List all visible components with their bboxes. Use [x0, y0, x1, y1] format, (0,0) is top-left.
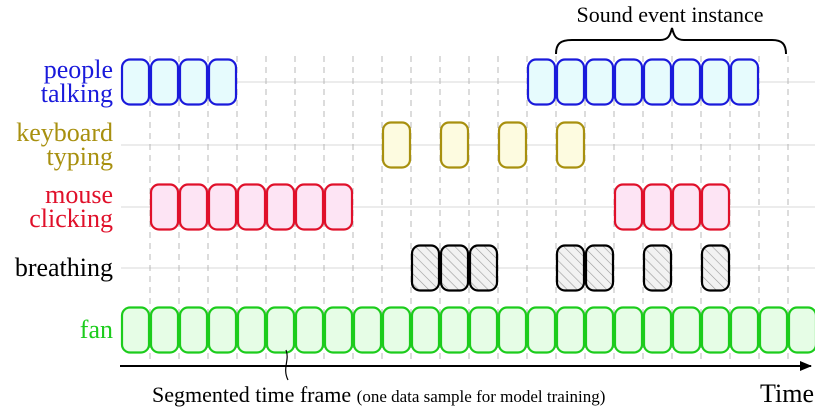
time-axis-label: Time: [760, 379, 814, 408]
frame-box: [700, 58, 731, 106]
frame-box: [410, 306, 441, 354]
frame-box: [236, 306, 267, 354]
event-rows: [120, 58, 815, 354]
frame-box: [236, 183, 267, 231]
frame-box: [584, 244, 615, 292]
frame-box: [555, 306, 586, 354]
frame-box: [787, 306, 815, 354]
row-label-keyboard-typing-line-2: typing: [47, 142, 113, 171]
row-label-mouse-clicking-line-1: mouse: [45, 180, 113, 209]
frame-box: [497, 121, 528, 169]
frame-box: [700, 183, 731, 231]
frame-box: [729, 306, 760, 354]
event-row-keyboard-typing: [381, 121, 586, 169]
frame-caption: Segmented time frame (one data sample fo…: [152, 382, 605, 407]
frame-box: [207, 183, 238, 231]
frame-box: [120, 306, 151, 354]
frame-box: [729, 58, 760, 106]
frame-box: [555, 58, 586, 106]
frame-pointer: [285, 349, 289, 381]
frame-box: [613, 58, 644, 106]
frame-box: [265, 183, 296, 231]
frame-box: [207, 58, 238, 106]
row-label-keyboard-typing-line-1: keyboard: [16, 118, 113, 147]
frame-caption-main: Segmented time frame: [152, 382, 351, 407]
frame-box: [700, 244, 731, 292]
frame-box: [439, 244, 470, 292]
frame-box: [497, 306, 528, 354]
frame-box: [381, 306, 412, 354]
frame-box: [323, 306, 354, 354]
frame-box: [642, 58, 673, 106]
event-row-breathing: [410, 244, 731, 292]
frame-box: [613, 183, 644, 231]
frame-box: [149, 58, 180, 106]
frame-box: [265, 306, 296, 354]
frame-box: [120, 58, 151, 106]
frame-box: [642, 306, 673, 354]
row-label-mouse-clicking-line-2: clicking: [29, 204, 113, 233]
frame-box: [613, 306, 644, 354]
frame-box: [642, 183, 673, 231]
frame-box: [700, 306, 731, 354]
frame-box: [468, 306, 499, 354]
frame-box: [758, 306, 789, 354]
frame-box: [294, 183, 325, 231]
frame-box: [671, 306, 702, 354]
frame-box: [294, 306, 325, 354]
frame-box: [671, 58, 702, 106]
frame-box: [439, 306, 470, 354]
event-row-mouse-clicking: [149, 183, 731, 231]
frame-box: [642, 244, 673, 292]
frame-box: [555, 121, 586, 169]
frame-caption-note: (one data sample for model training): [357, 387, 606, 406]
frame-box: [207, 306, 238, 354]
frame-box: [526, 58, 557, 106]
frame-box: [584, 58, 615, 106]
frame-box: [381, 121, 412, 169]
row-label-people-talking-line-2: talking: [41, 79, 113, 108]
row-label-people-talking-line-1: people: [44, 55, 113, 84]
frame-box: [671, 183, 702, 231]
frame-box: [178, 183, 209, 231]
frame-box: [323, 183, 354, 231]
frame-box: [555, 244, 586, 292]
frame-box: [439, 121, 470, 169]
frame-box: [526, 306, 557, 354]
row-label-breathing-line-1: breathing: [15, 253, 113, 282]
event-row-people-talking: [120, 58, 760, 106]
frame-box: [178, 58, 209, 106]
frame-box: [149, 306, 180, 354]
frame-box: [468, 244, 499, 292]
frame-box: [149, 183, 180, 231]
event-row-fan: [120, 306, 815, 354]
instance-brace: [555, 27, 787, 55]
frame-box: [178, 306, 209, 354]
instance-title: Sound event instance: [577, 2, 764, 27]
frame-box: [410, 244, 441, 292]
row-label-fan-line-1: fan: [80, 315, 113, 344]
frame-box: [584, 306, 615, 354]
frame-box: [352, 306, 383, 354]
